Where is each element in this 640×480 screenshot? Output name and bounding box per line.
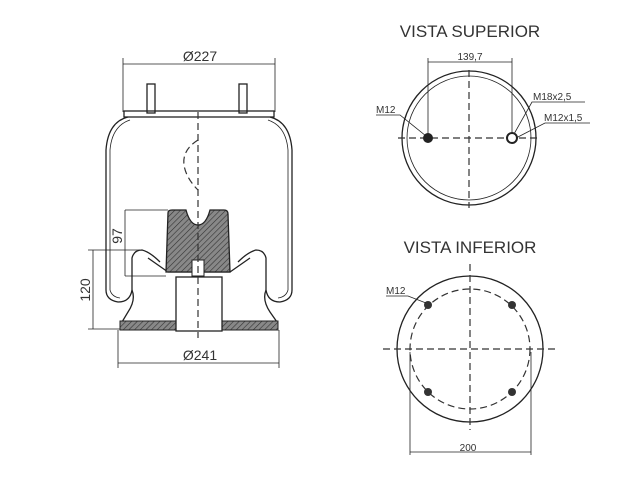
bumper-dim-label: 97 — [109, 228, 125, 244]
top-plate — [123, 110, 275, 118]
bottom-view: VISTA INFERIOR M12 200 — [383, 238, 557, 455]
bumper-block — [165, 209, 231, 273]
bottom-diameter-label: Ø241 — [183, 347, 217, 363]
top-view: VISTA SUPERIOR 139,7 M12 M18x2,5 M12x1,5 — [376, 22, 590, 208]
side-view: Ø227 120 97 Ø241 — [77, 48, 293, 368]
bottom-view-title: VISTA INFERIOR — [404, 238, 537, 257]
label-m18: M18x2,5 — [533, 92, 572, 103]
piston-tube — [175, 276, 223, 332]
top-view-title: VISTA SUPERIOR — [400, 22, 540, 41]
top-diameter-label: Ø227 — [183, 48, 217, 64]
label-m12x15: M12x1,5 — [544, 113, 583, 124]
label-m12: M12 — [376, 105, 396, 116]
stud-left — [146, 83, 156, 114]
top-spacing-label: 139,7 — [457, 52, 482, 63]
bellows-right — [237, 116, 293, 303]
hole-air-fitting — [506, 132, 518, 144]
bottom-spacing-label: 200 — [460, 443, 477, 454]
bellows-left — [105, 116, 161, 303]
label-m12-bottom: M12 — [386, 286, 406, 297]
stud-right — [238, 83, 248, 114]
height-dim-label: 120 — [77, 278, 93, 302]
